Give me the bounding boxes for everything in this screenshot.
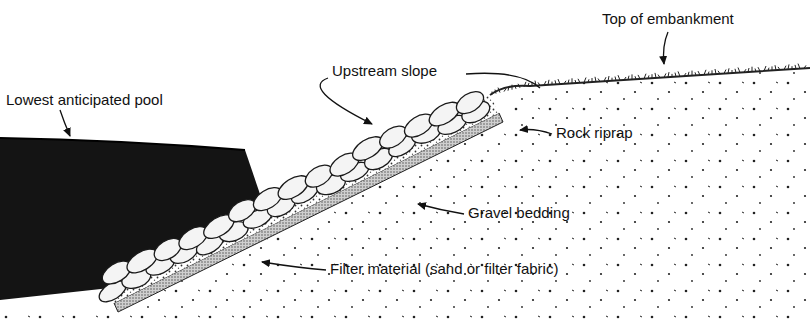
grass-stroke [764,66,766,71]
embankment-fill [0,68,810,320]
grass-stroke [528,83,529,86]
grass-stroke [755,69,756,72]
grass-stroke [504,89,506,92]
grass-stroke [592,78,593,82]
leader-line [262,262,326,270]
grass-stroke [672,74,673,77]
grass-stroke [684,73,686,76]
leader-line [520,130,552,135]
part-label: Upstream slope [330,62,439,80]
grass-stroke [515,86,516,89]
grass-stroke [624,77,626,80]
grass-stroke [708,72,709,75]
grass-stroke [744,69,746,72]
grass-stroke [752,67,753,72]
grass-stroke [738,68,740,73]
grass-stroke [588,79,589,82]
grass-stroke [644,74,646,79]
grass-stroke [552,82,553,85]
grass-stroke [558,79,560,84]
grass-stroke [728,68,729,73]
grass-stroke [712,70,713,74]
grass-stroke [564,81,566,84]
grass-stroke [784,66,786,70]
grass-stroke [775,65,776,70]
leader-line [60,110,70,136]
grass-stroke [718,71,720,74]
part-label: Rock riprap [554,124,635,142]
grass-stroke [538,82,540,85]
part-label: Top of embankment [600,10,736,28]
leader-line [466,73,540,88]
leader-line [320,78,372,124]
grass-stroke [724,70,726,74]
grass-strokes [492,64,806,95]
leader-line [418,204,464,214]
grass-stroke [695,72,696,75]
embankment-texture [0,68,810,320]
grass-stroke [492,92,493,95]
grass-stroke [698,71,700,75]
part-label: Gravel bedding [466,204,572,222]
part-label: Lowest anticipated pool [4,91,165,109]
pool-water [0,138,262,300]
grass-stroke [628,76,629,80]
grass-stroke [788,64,789,69]
grass-stroke [498,88,500,93]
grass-stroke [735,69,736,73]
grass-stroke [548,80,549,85]
grass-stroke [655,73,656,78]
grass-stroke [608,76,609,81]
grass-stroke [578,79,580,83]
grass-stroke [658,75,660,78]
grass-stroke [584,78,586,83]
grass-stroke [595,77,596,82]
grass-stroke [732,70,733,73]
grass-stroke [632,74,633,79]
grass-stroke [772,66,773,70]
grass-stroke [692,71,693,76]
grass-stroke [618,75,620,80]
grass-stroke [615,77,616,81]
part-label: Filter material (sand or filter fabric) [328,260,560,278]
grass-stroke [652,74,653,78]
pool-surface [0,138,245,150]
grass-stroke [804,65,806,68]
grass-stroke [678,71,680,76]
grass-stroke [635,76,636,79]
grass-stroke [512,85,513,90]
grass-stroke [792,66,793,69]
grass-stroke [575,80,576,83]
grass-stroke [638,75,640,79]
grass-stroke [598,79,600,82]
grass-stroke [495,90,496,94]
grass-stroke [798,64,800,69]
grass-stroke [664,73,666,77]
grass-stroke [612,78,613,81]
grass-stroke [704,70,706,75]
grass-stroke [544,81,546,85]
grass-stroke [715,69,716,74]
grass-stroke [778,67,780,70]
riprap-rock [453,87,488,118]
grass-stroke [668,72,669,77]
grass-stroke [555,80,556,84]
grass-stroke [604,77,606,81]
grass-stroke [795,65,796,69]
embankment-crest [490,68,810,95]
grass-stroke [518,84,520,88]
grass-stroke [524,82,526,87]
grass-stroke [768,68,769,71]
grass-stroke [572,78,573,83]
grass-stroke [758,67,760,71]
grass-stroke [648,75,649,78]
leader-line [664,32,669,64]
grass-stroke [688,72,689,76]
grass-stroke [568,80,569,84]
grass-stroke [508,87,509,91]
grass-stroke [675,73,676,77]
grass-stroke [748,68,749,72]
